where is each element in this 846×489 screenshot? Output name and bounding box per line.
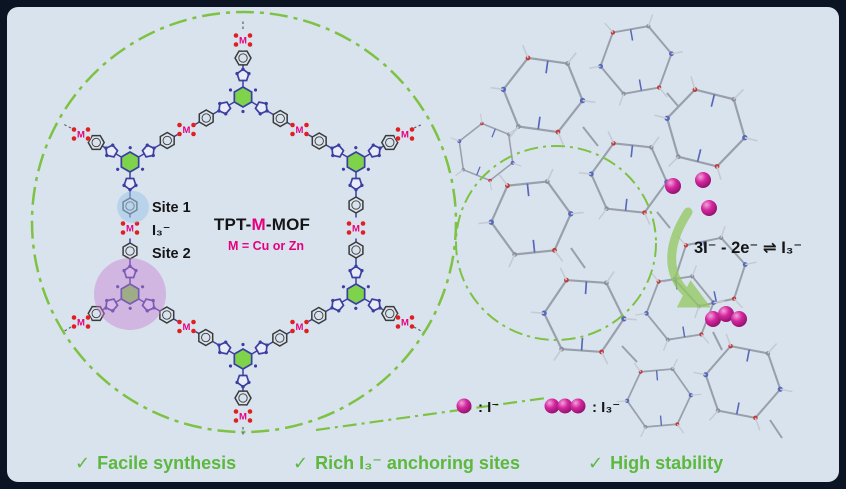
iodide-sphere xyxy=(731,311,747,327)
mof-title-suffix: -MOF xyxy=(266,215,310,234)
site1-label: Site 1 xyxy=(152,200,191,216)
mof-title-metal: M xyxy=(252,215,266,234)
metal-oxide-unit xyxy=(70,123,92,145)
iodide-sphere xyxy=(557,398,573,414)
crystal-structure xyxy=(437,9,802,440)
site2-label: Site 2 xyxy=(152,246,191,262)
metal-note: M = Cu or Zn xyxy=(228,239,304,253)
iodide-sphere xyxy=(705,311,721,327)
metal-oxide-unit xyxy=(394,123,416,145)
legend-iodide-label: : I⁻ xyxy=(478,399,499,416)
metal-oxide-unit xyxy=(289,119,310,140)
crystal-dashed-circle xyxy=(455,145,657,341)
triiodide-spheres xyxy=(705,306,747,327)
iodide-sphere xyxy=(570,398,586,414)
legend: : I⁻ : I₃⁻ xyxy=(456,398,620,416)
connector-dashed-line xyxy=(315,396,547,432)
metal-oxide-unit xyxy=(232,29,254,51)
feature-label: High stability xyxy=(610,453,723,473)
mof-dashed-circle xyxy=(30,10,458,434)
feature-anchoring-sites: ✓ Rich I₃⁻ anchoring sites xyxy=(293,453,520,473)
reaction-equation: 3I⁻ - 2e⁻ ⇌ I₃⁻ xyxy=(694,239,802,257)
check-icon: ✓ xyxy=(588,453,603,473)
metal-oxide-unit xyxy=(70,311,92,333)
iodide-sphere xyxy=(701,200,717,216)
feature-facile-synthesis: ✓ Facile synthesis xyxy=(75,453,236,473)
metal-oxide-unit xyxy=(176,316,197,337)
reduction-arrow xyxy=(667,207,711,308)
metal-oxide-unit xyxy=(232,405,254,427)
metal-oxide-unit xyxy=(176,119,197,140)
connecting-sticks xyxy=(570,92,783,439)
feature-high-stability: ✓ High stability xyxy=(588,453,723,473)
metal-oxide-unit xyxy=(289,316,310,337)
feature-label: Rich I₃⁻ anchoring sites xyxy=(315,453,520,473)
legend-triiodide-spheres xyxy=(544,398,586,414)
iodide-sphere xyxy=(718,306,734,322)
lattice-continuation-dashes xyxy=(62,19,424,435)
iodide-sphere xyxy=(665,178,681,194)
iodide-sphere xyxy=(544,398,560,414)
inner-background xyxy=(7,7,839,482)
site1-highlight xyxy=(117,191,149,223)
legend-iodide-sphere xyxy=(456,398,472,414)
iodide-sphere xyxy=(695,172,711,188)
metal-oxide-unit xyxy=(345,217,367,239)
metal-oxide-unit xyxy=(394,311,416,333)
check-icon: ✓ xyxy=(75,453,90,473)
mof-network xyxy=(62,19,424,435)
triiodide-site-label: I₃⁻ xyxy=(152,223,170,239)
feature-label: Facile synthesis xyxy=(97,453,236,473)
check-icon: ✓ xyxy=(293,453,308,473)
free-iodide-spheres xyxy=(665,172,717,216)
site2-highlight xyxy=(94,258,166,330)
mof-title-prefix: TPT- xyxy=(214,215,252,234)
legend-triiodide-label: : I₃⁻ xyxy=(592,399,620,416)
mof-title: TPT-M-MOF xyxy=(214,215,310,234)
